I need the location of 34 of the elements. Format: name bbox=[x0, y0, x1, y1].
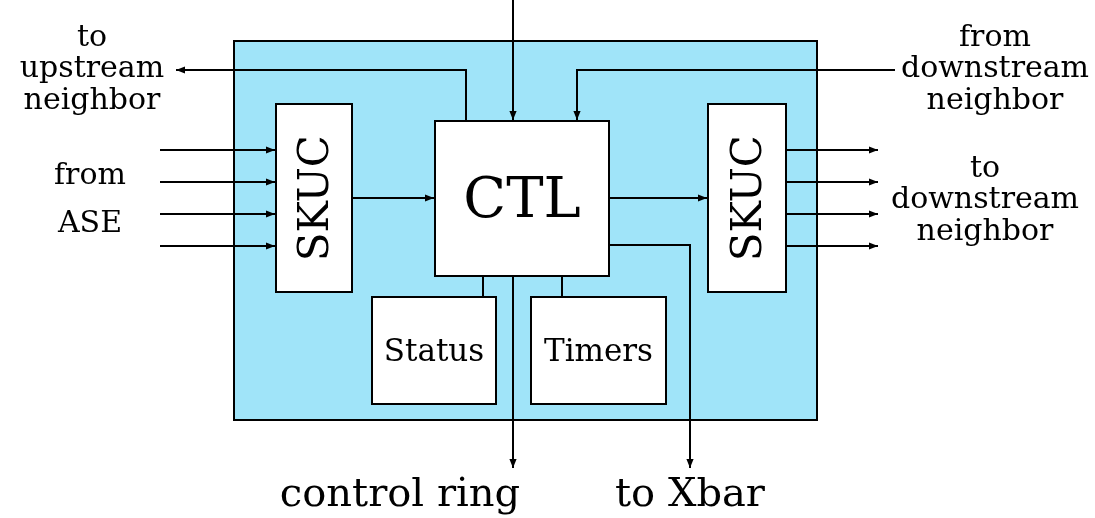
arrow bbox=[159, 178, 276, 186]
arrow bbox=[175, 66, 467, 121]
output-label: to Xbar bbox=[614, 468, 766, 516]
arrow bbox=[786, 242, 879, 250]
arrow bbox=[159, 242, 276, 250]
arrow bbox=[786, 178, 879, 186]
arrow bbox=[159, 210, 276, 218]
io-label: from ASE bbox=[53, 155, 127, 241]
arrow bbox=[609, 194, 708, 202]
io-label: to downstream neighbor bbox=[889, 147, 1081, 249]
skuc-block bbox=[707, 103, 787, 293]
arrow bbox=[609, 244, 694, 469]
block-label: SKUC bbox=[724, 134, 770, 262]
block-label: Status bbox=[383, 334, 485, 367]
status-block bbox=[371, 296, 497, 405]
block-label: CTL bbox=[463, 169, 581, 228]
arrow bbox=[786, 146, 879, 154]
skuc-block bbox=[275, 103, 353, 293]
io-label: to upstream neighbor bbox=[18, 16, 166, 118]
arrow bbox=[509, 0, 517, 121]
block-label: SKUC bbox=[291, 134, 337, 262]
ctl-block bbox=[434, 120, 610, 277]
connector-line bbox=[561, 276, 563, 297]
block-label: Timers bbox=[543, 334, 654, 367]
module-panel bbox=[233, 40, 818, 421]
arrow bbox=[159, 146, 276, 154]
io-label: from downstream neighbor bbox=[899, 16, 1091, 118]
arrow bbox=[573, 69, 896, 121]
output-label: control ring bbox=[278, 468, 522, 516]
arrow bbox=[509, 276, 517, 469]
timers-block bbox=[530, 296, 667, 405]
connector-line bbox=[482, 276, 484, 297]
arrow bbox=[352, 194, 435, 202]
arrow bbox=[786, 210, 879, 218]
